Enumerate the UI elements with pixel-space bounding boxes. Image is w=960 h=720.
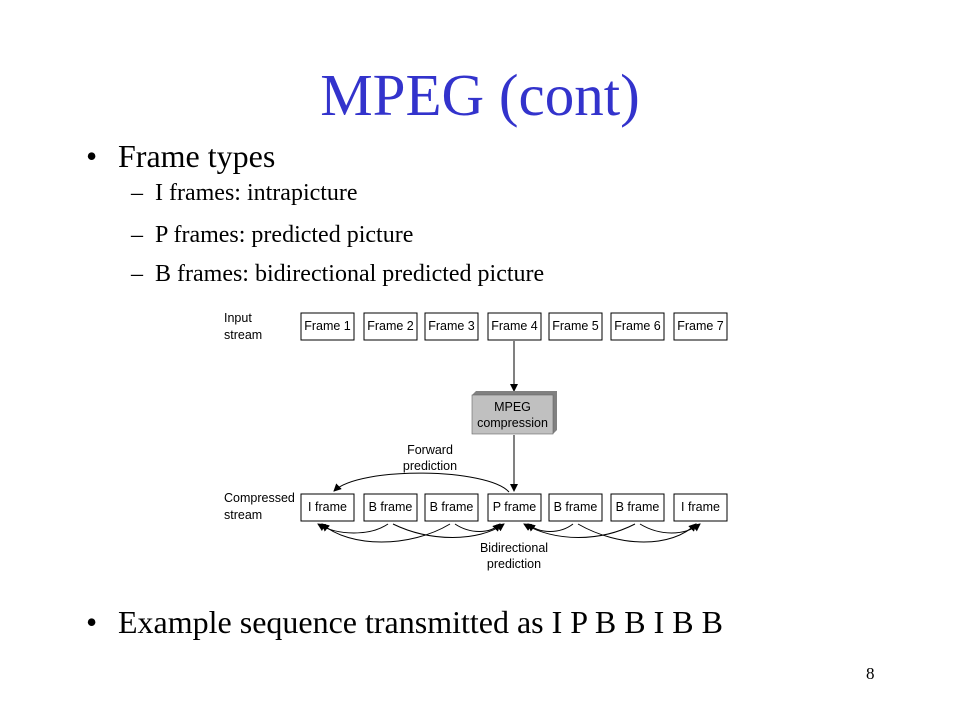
slide-title: MPEG (cont) — [320, 62, 640, 128]
compression-box-face — [471, 394, 554, 435]
bullet-example-sequence: • Example sequence transmitted as I P B … — [86, 606, 723, 638]
input-frame-label: Frame 2 — [367, 319, 414, 333]
bidirectional-arrow — [639, 523, 701, 534]
compressed-frame: B frame — [424, 493, 479, 522]
sub-bullet-text: B frames: bidirectional predicted pictur… — [155, 261, 545, 287]
input-frame-box — [424, 312, 479, 341]
compression-box-label-line2: compression — [477, 416, 548, 430]
mpeg-compression-box: MPEG compression — [471, 391, 557, 435]
forward-prediction-label-line2: prediction — [403, 459, 457, 473]
bidirectional-arrows — [317, 523, 701, 543]
compressed-frame-box — [673, 493, 728, 522]
compressed-frame: I frame — [673, 493, 728, 522]
input-frame-box — [300, 312, 355, 341]
bidirectional-arrow — [454, 523, 501, 532]
input-frame: Frame 5 — [548, 312, 603, 341]
compressed-frame-label: I frame — [681, 500, 720, 514]
forward-prediction-arrow — [333, 472, 510, 493]
input-frame: Frame 1 — [300, 312, 355, 341]
bidirectional-arrow — [527, 523, 574, 532]
input-frame: Frame 6 — [610, 312, 665, 341]
sub-bullet-i-frames: – I frames: intrapicture — [131, 181, 358, 205]
bidirectional-arrow — [523, 523, 636, 538]
input-frame: Frame 2 — [363, 312, 418, 341]
bullet-text: Frame types — [118, 138, 276, 174]
compressed-frame: P frame — [487, 493, 542, 522]
compressed-frame-box — [363, 493, 418, 522]
compressed-frame-label: P frame — [493, 500, 537, 514]
input-frame-box — [673, 312, 728, 341]
compressed-frame: B frame — [363, 493, 418, 522]
sub-bullet-p-frames: – P frames: predicted picture — [131, 223, 413, 247]
input-frame-label: Frame 1 — [304, 319, 351, 333]
bidirectional-prediction-label-line1: Bidirectional — [480, 541, 548, 555]
compressed-frame-label: B frame — [554, 500, 598, 514]
bidirectional-prediction-label-line2: prediction — [487, 557, 541, 571]
sub-bullet-marker: – — [131, 261, 143, 287]
compressed-frame-box — [424, 493, 479, 522]
input-frame: Frame 4 — [487, 312, 542, 341]
bidirectional-arrow — [321, 523, 451, 543]
sub-bullet-text: I frames: intrapicture — [155, 180, 358, 206]
compressed-frame-box — [610, 493, 665, 522]
input-frame-box — [610, 312, 665, 341]
sub-bullet-text: P frames: predicted picture — [155, 222, 414, 248]
compressed-frame: B frame — [548, 493, 603, 522]
compression-box-label-line1: MPEG — [494, 400, 531, 414]
compressed-frame-box — [487, 493, 542, 522]
compressed-frame-label: B frame — [430, 500, 474, 514]
slide-number: 8 — [866, 664, 875, 683]
bullet-marker: • — [86, 138, 98, 174]
input-frame-label: Frame 6 — [614, 319, 661, 333]
compressed-frame-box — [548, 493, 603, 522]
sub-bullet-marker: – — [131, 222, 143, 248]
compressed-frame: B frame — [610, 493, 665, 522]
input-frame-box — [548, 312, 603, 341]
compressed-frame-label: B frame — [369, 500, 413, 514]
compressed-frame: I frame — [300, 493, 355, 522]
input-frame-box — [363, 312, 418, 341]
compressed-frame-box — [300, 493, 355, 522]
bullet-frame-types: • Frame types — [86, 140, 275, 172]
input-frame-label: Frame 4 — [491, 319, 538, 333]
sub-bullet-b-frames: – B frames: bidirectional predicted pict… — [131, 262, 544, 286]
bullet-text: Example sequence transmitted as I P B B … — [118, 604, 723, 640]
compressed-frame-label: I frame — [308, 500, 347, 514]
sub-bullet-marker: – — [131, 180, 143, 206]
input-frame-label: Frame 7 — [677, 319, 724, 333]
compressed-frame-label: B frame — [616, 500, 660, 514]
input-frame-label: Frame 3 — [428, 319, 475, 333]
input-stream-label-line2: stream — [224, 328, 262, 342]
input-frame: Frame 3 — [424, 312, 479, 341]
input-frame-label: Frame 5 — [552, 319, 599, 333]
compressed-stream-label-line1: Compressed — [224, 491, 295, 505]
input-frame: Frame 7 — [673, 312, 728, 341]
input-frame-box — [487, 312, 542, 341]
compressed-stream-label-line2: stream — [224, 508, 262, 522]
input-stream-label-line1: Input — [224, 311, 252, 325]
forward-prediction-label-line1: Forward — [407, 443, 453, 457]
bullet-marker: • — [86, 604, 98, 640]
